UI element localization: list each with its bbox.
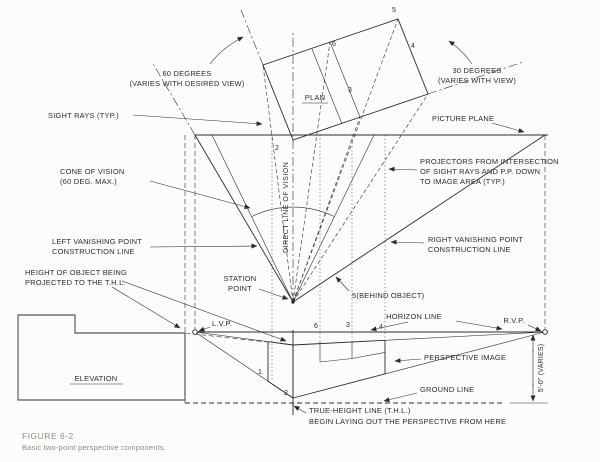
perspective-bottom-left-edge xyxy=(267,380,294,399)
sight-ray-3 xyxy=(292,18,399,303)
label-right-vp-1: RIGHT VANISHING POINT xyxy=(428,235,523,244)
left-vp-line-extension xyxy=(151,61,196,136)
leader-60-degrees xyxy=(209,36,244,65)
label-cone-2: (60 DEG. MAX.) xyxy=(60,177,117,186)
label-dimension: 5'-0" (VARIES) xyxy=(538,344,545,393)
label-rvp: R.V.P. xyxy=(503,316,524,325)
label-30-degrees-sub: (VARIES WITH VIEW) xyxy=(438,76,516,85)
plan-division-2 xyxy=(311,48,343,125)
leader-horizon xyxy=(370,321,409,332)
station-point xyxy=(291,300,295,304)
vp-line-bottom-right xyxy=(384,331,546,375)
key-points xyxy=(192,300,548,335)
cone-of-vision-left xyxy=(211,134,294,303)
sight-ray-1 xyxy=(262,64,294,303)
sight-ray-2 xyxy=(292,41,331,303)
sight-ray-4 xyxy=(292,93,429,303)
plan-number-5: 5 xyxy=(392,7,396,14)
label-cone-1: CONE OF VISION xyxy=(60,167,124,176)
label-thl-2: BEGIN LAYING OUT THE PERSPECTIVE FROM HE… xyxy=(309,417,506,426)
plan-outline xyxy=(262,18,429,141)
leader-horizon-right xyxy=(455,320,503,331)
perspective-number-2: 2 xyxy=(284,390,288,397)
leader-left-vp-line xyxy=(149,243,258,249)
left-vp-construction-line xyxy=(194,134,294,303)
label-direct-line-of-vision: DIRECT LINE OF VISION xyxy=(283,162,290,253)
figure-caption-group: FIGURE 6-2 Basic two-point perspective c… xyxy=(22,431,166,452)
construction-lines xyxy=(151,18,546,415)
cone-of-vision-right xyxy=(292,134,375,303)
label-60-degrees: 60 DEGREES xyxy=(162,69,211,78)
plan-division-1 xyxy=(329,41,361,118)
diagram-labels: 60 DEGREES (VARIES WITH DESIRED VIEW) SI… xyxy=(25,66,559,426)
label-30-degrees: 30 DEGREES xyxy=(452,66,501,75)
label-picture-plane: PICTURE PLANE xyxy=(432,114,494,123)
label-sight-rays: SIGHT RAYS (TYP.) xyxy=(48,111,119,120)
plan-number-6: 6 xyxy=(332,41,336,48)
plan-numbers: 5 6 3 4 2 xyxy=(275,7,415,152)
plan-number-3: 3 xyxy=(348,87,352,94)
elevation-outline xyxy=(17,314,186,401)
perspective-step-roof xyxy=(351,352,386,359)
leader-lvp xyxy=(198,326,211,332)
left-vanishing-point xyxy=(192,329,198,335)
perspective-image-group xyxy=(184,331,546,399)
label-left-vp-2: CONSTRUCTION LINE xyxy=(52,247,135,256)
label-plan: PLAN xyxy=(305,93,325,102)
label-left-vp-1: LEFT VANISHING POINT xyxy=(52,237,142,246)
plan-number-2: 2 xyxy=(275,145,279,152)
height-transfer-line xyxy=(184,332,268,343)
perspective-number-4: 4 xyxy=(379,324,383,331)
perspective-number-1: 1 xyxy=(258,369,262,376)
leader-ground-line xyxy=(383,392,418,403)
label-height-1: HEIGHT OF OBJECT BEING xyxy=(25,268,127,277)
right-vanishing-point xyxy=(542,329,548,335)
perspective-number-6: 6 xyxy=(314,323,318,330)
leader-perspective-image xyxy=(394,358,422,364)
label-60-degrees-sub: (VARIES WITH DESIRED VIEW) xyxy=(129,79,244,88)
label-projectors-1: PROJECTORS FROM INTERSECTION xyxy=(420,157,559,166)
perspective-numbers: 6 3 4 1 2 xyxy=(258,322,383,397)
leader-picture-plane xyxy=(491,122,525,133)
label-ground-line: GROUND LINE xyxy=(420,385,474,394)
elevation-group xyxy=(17,314,186,401)
leader-behind-object xyxy=(335,276,350,292)
figure-caption: Basic two-point perspective components. xyxy=(22,443,166,452)
perspective-number-3: 3 xyxy=(346,322,350,329)
plan-edge-extension-left xyxy=(240,9,264,66)
label-station-1: STATION xyxy=(224,274,257,283)
leader-sight-rays xyxy=(132,114,263,127)
reference-lines xyxy=(184,134,548,404)
sight-ray-5 xyxy=(292,116,361,303)
label-station-2: POINT xyxy=(228,284,252,293)
perspective-bottom-right-edge xyxy=(292,373,386,399)
label-elevation: ELEVATION xyxy=(75,374,118,383)
leader-projectors xyxy=(388,166,418,172)
label-projectors-2: OF SIGHT RAYS AND P.P. DOWN xyxy=(420,167,540,176)
figure-number: FIGURE 6-2 xyxy=(22,431,74,441)
leader-height-to-thl xyxy=(121,280,287,342)
vp-line-top-right xyxy=(384,331,546,341)
label-lvp: L.V.P. xyxy=(212,319,232,328)
label-thl-1: TRUE-HEIGHT LINE (T.H.L.) xyxy=(309,406,411,415)
plan-number-4: 4 xyxy=(411,43,415,50)
leader-thl xyxy=(293,405,307,414)
label-height-2: PROJECTED TO THE T.H.L. xyxy=(25,278,126,287)
perspective-step-top xyxy=(319,358,353,363)
label-right-vp-2: CONSTRUCTION LINE xyxy=(428,245,511,254)
leader-30-degrees xyxy=(448,40,473,65)
label-behind-object: 5(BEHIND OBJECT) xyxy=(352,291,425,300)
leader-right-vp-line xyxy=(390,239,425,245)
right-vp-construction-line xyxy=(292,134,546,303)
leader-cone-of-vision xyxy=(149,180,251,209)
leader-arrows xyxy=(111,36,542,414)
label-perspective-image: PERSPECTIVE IMAGE xyxy=(424,353,506,362)
leader-station-point xyxy=(258,288,289,300)
leader-height-to-elevation xyxy=(111,286,181,329)
leader-rvp xyxy=(527,324,542,332)
label-horizon-line: HORIZON LINE xyxy=(386,312,442,321)
label-projectors-3: TO IMAGE AREA (TYP.) xyxy=(420,177,505,186)
